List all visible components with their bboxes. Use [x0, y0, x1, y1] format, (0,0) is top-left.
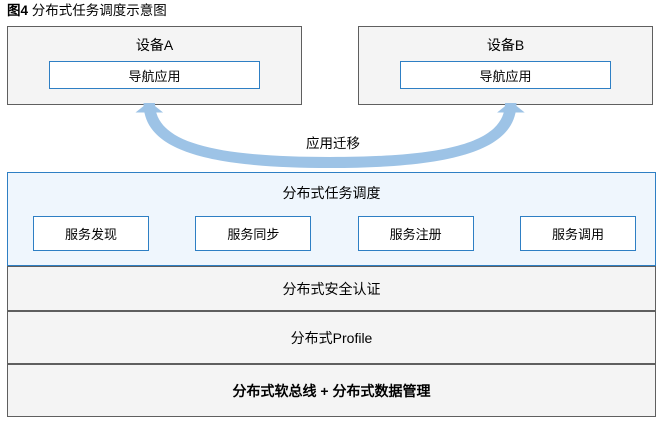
figure-caption-number: 图4	[7, 3, 29, 18]
layer-distributed-softbus-data: 分布式软总线 + 分布式数据管理	[7, 364, 656, 417]
layer-distributed-task-scheduling: 分布式任务调度 服务发现 服务同步 服务注册 服务调用	[7, 172, 656, 266]
layer-distributed-profile: 分布式Profile	[7, 311, 656, 364]
layer-distributed-security-auth: 分布式安全认证	[7, 266, 656, 311]
service-box-sync: 服务同步	[195, 216, 312, 251]
service-box-discovery: 服务发现	[33, 216, 149, 251]
device-b-title: 设备B	[486, 37, 525, 53]
device-b-navigation-app: 导航应用	[400, 61, 611, 89]
device-a-navigation-app: 导航应用	[49, 61, 260, 89]
service-box-row: 服务发现 服务同步 服务注册 服务调用	[33, 216, 636, 251]
layer-scheduling-title: 分布式任务调度	[282, 185, 381, 201]
migration-label: 应用迁移	[306, 136, 360, 151]
service-box-invocation: 服务调用	[519, 216, 636, 251]
service-box-registration: 服务注册	[357, 216, 474, 251]
device-a-box: 设备A 导航应用	[7, 26, 302, 105]
figure-caption-text: 分布式任务调度示意图	[28, 3, 167, 18]
figure-caption: 图4 分布式任务调度示意图	[7, 2, 167, 20]
device-a-title: 设备A	[135, 37, 174, 53]
device-b-box: 设备B 导航应用	[358, 26, 653, 105]
